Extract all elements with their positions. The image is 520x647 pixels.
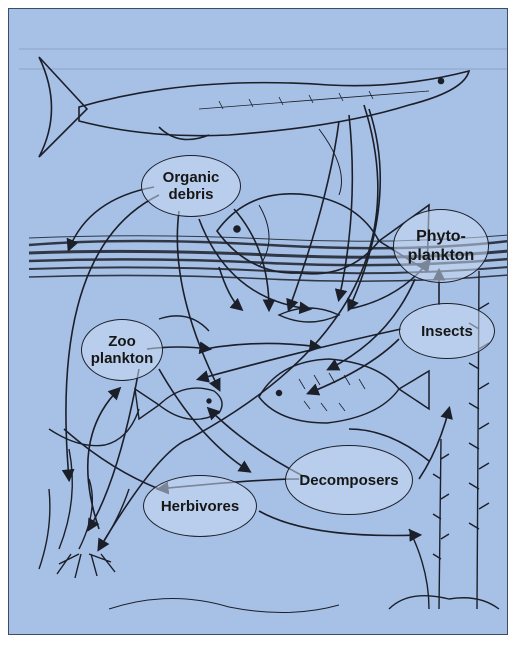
food-web-diagram: Organic debris Phyto- plankton Zoo plank… [8,8,508,635]
pike-fish-icon [39,57,469,157]
node-phytoplankton: Phyto- plankton [393,209,489,283]
node-zooplankton: Zoo plankton [81,319,163,381]
node-organic-debris: Organic debris [141,155,241,217]
sunfish-icon [259,359,429,423]
node-herbivores: Herbivores [143,475,257,537]
small-fish-icon [135,308,339,419]
node-decomposers: Decomposers [285,445,413,515]
node-insects: Insects [399,303,495,359]
